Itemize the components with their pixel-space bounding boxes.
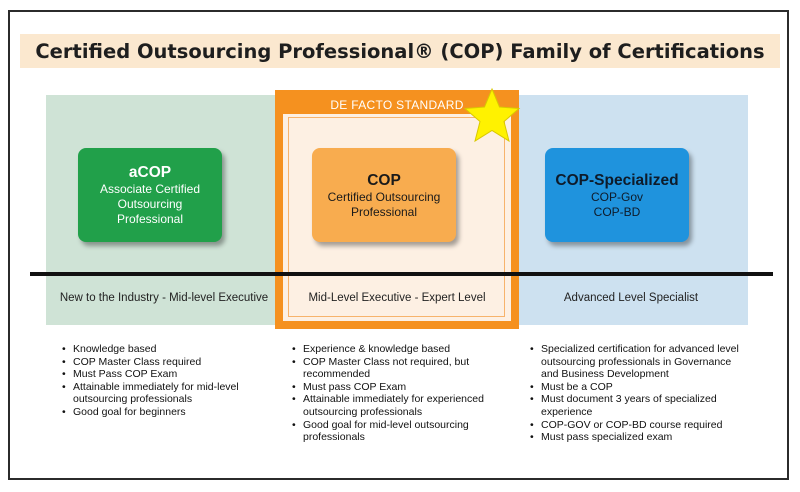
specialized-level-label: Advanced Level Specialist (563, 292, 699, 304)
acop-card: aCOP Associate Certified Outsourcing Pro… (78, 148, 222, 242)
list-item: Knowledge based (62, 343, 262, 356)
cop-card-line: Certified Outsourcing (327, 189, 441, 204)
cop-specialized-card: COP-Specialized COP-Gov COP-BD (545, 148, 689, 242)
acop-card-line: Outsourcing (117, 197, 183, 211)
acop-card-line: Professional (116, 212, 184, 226)
list-item: Good goal for mid-level outsourcing prof… (292, 419, 508, 444)
acop-card-title: aCOP (128, 164, 172, 181)
acop-card-line: Associate Certified (99, 182, 201, 196)
acop-level-label: New to the Industry - Mid-level Executiv… (59, 292, 269, 304)
list-item: Must Pass COP Exam (62, 368, 262, 381)
list-item: COP Master Class not required, but recom… (292, 356, 508, 381)
highlight-frame (275, 90, 519, 329)
specialized-requirements-list: Specialized certification for advanced l… (530, 343, 750, 444)
cop-specialized-card-line: COP-BD (593, 204, 641, 219)
diagram-title: Certified Outsourcing Professional® (COP… (35, 39, 765, 63)
timeline-line (30, 272, 773, 276)
list-item: Must pass specialized exam (530, 431, 750, 444)
list-item: Specialized certification for advanced l… (530, 343, 750, 381)
cop-level-label: Mid-Level Executive - Expert Level (308, 292, 486, 304)
list-item: COP Master Class required (62, 356, 262, 369)
highlight-inner-frame (288, 117, 505, 317)
list-item: Must pass COP Exam (292, 381, 508, 394)
list-item: Must document 3 years of specialized exp… (530, 393, 750, 418)
list-item: Attainable immediately for experienced o… (292, 393, 508, 418)
cop-specialized-card-line: COP-Gov (590, 189, 643, 204)
list-item: Experience & knowledge based (292, 343, 508, 356)
list-item: Attainable immediately for mid-level out… (62, 381, 262, 406)
star-icon (463, 87, 521, 143)
cop-card: COP Certified Outsourcing Professional (312, 148, 456, 242)
cop-requirements-list: Experience & knowledge based COP Master … (292, 343, 508, 444)
acop-requirements-list: Knowledge based COP Master Class require… (62, 343, 262, 419)
cop-card-title: COP (367, 171, 401, 189)
title-bar: Certified Outsourcing Professional® (COP… (20, 34, 780, 68)
list-item: Must be a COP (530, 381, 750, 394)
cop-specialized-card-title: COP-Specialized (555, 171, 679, 189)
de-facto-standard-label: DE FACTO STANDARD (283, 96, 511, 114)
list-item: Good goal for beginners (62, 406, 262, 419)
cop-card-line: Professional (350, 204, 418, 219)
list-item: COP-GOV or COP-BD course required (530, 419, 750, 432)
